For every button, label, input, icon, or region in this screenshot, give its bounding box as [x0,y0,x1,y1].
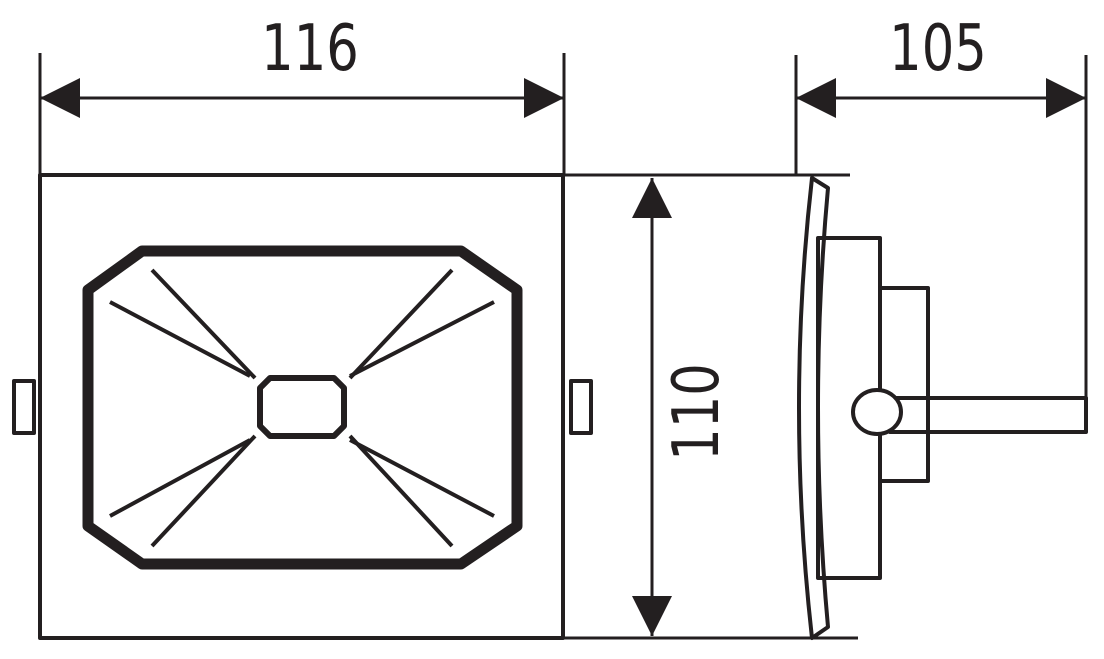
reflector-window [82,245,523,570]
led-chip [257,375,347,439]
right-mounting-tab [569,379,593,435]
side-view [797,176,1088,640]
height-label: 110 [658,363,733,461]
width-dimension [38,53,566,175]
width-label: 116 [261,10,359,85]
mounting-bracket [888,396,1088,434]
side-heatsink [878,286,930,483]
side-lens [797,176,830,640]
pivot-knob [851,388,903,436]
left-mounting-tab [12,379,36,435]
depth-dimension [794,55,1088,398]
height-dimension [563,173,858,640]
housing-outline [38,173,565,640]
depth-label: 105 [889,10,987,85]
reflector-rays [109,268,495,548]
front-view [12,173,593,640]
